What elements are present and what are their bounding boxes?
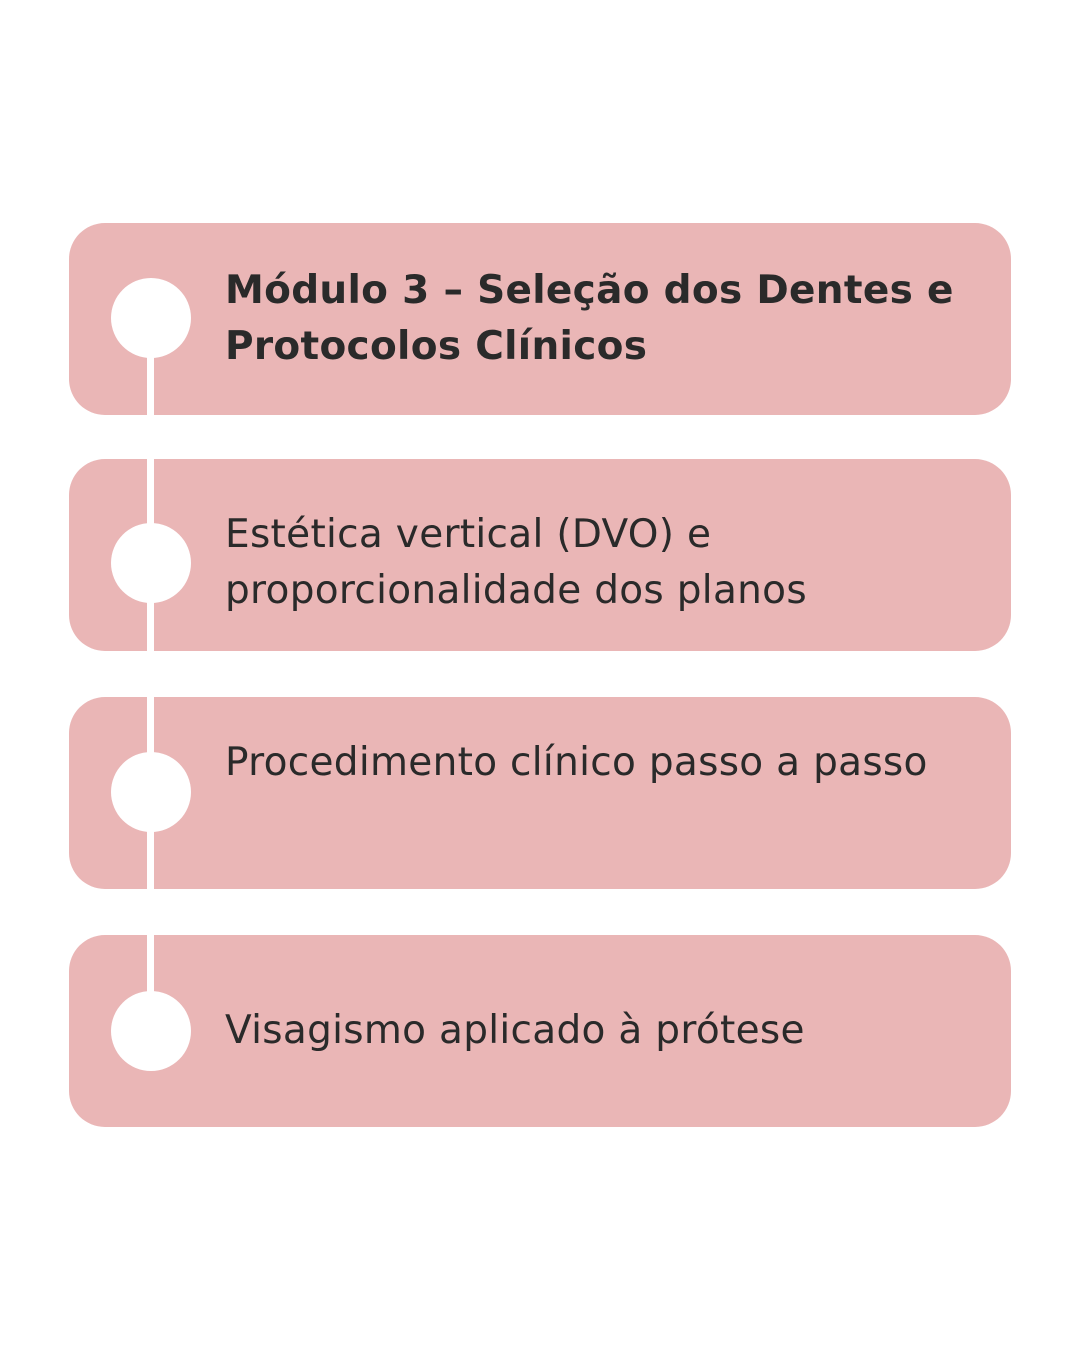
module-title-card bbox=[69, 223, 1011, 415]
timeline-dot-icon bbox=[111, 523, 191, 603]
topic-label: Estética vertical (DVO) e proporcionalid… bbox=[225, 512, 807, 613]
timeline-dot-icon bbox=[111, 278, 191, 358]
topic-card bbox=[69, 935, 1011, 1127]
timeline-connector bbox=[147, 318, 154, 1031]
topic-label: Visagismo aplicado à prótese bbox=[225, 1008, 805, 1053]
topic-card bbox=[69, 697, 1011, 889]
topic-card bbox=[69, 459, 1011, 651]
topic-label: Procedimento clínico passo a passo bbox=[225, 740, 928, 785]
module-title: Módulo 3 – Seleção dos Dentes e Protocol… bbox=[225, 268, 954, 369]
timeline-dot-icon bbox=[111, 752, 191, 832]
timeline-dot-icon bbox=[111, 991, 191, 1071]
